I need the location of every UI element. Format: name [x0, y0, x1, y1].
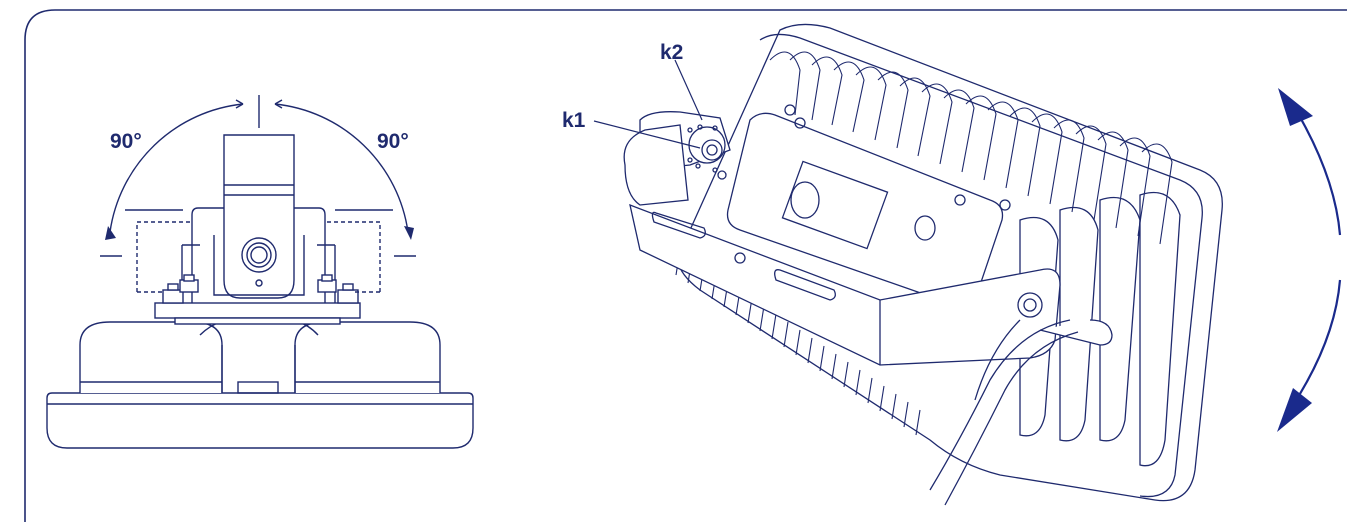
tilt-arrow — [1277, 88, 1342, 432]
angle-label-left: 90° — [110, 130, 142, 153]
diagram-frame — [24, 9, 1347, 522]
angle-label-right: 90° — [377, 130, 409, 153]
front-view-illustration — [46, 95, 474, 449]
rotation-arc-right — [274, 99, 416, 257]
floodlight-illustration — [623, 23, 1223, 506]
callout-k2: k2 — [660, 41, 683, 64]
callout-leaders — [593, 59, 703, 149]
rotation-arc-left — [100, 99, 244, 257]
callout-k1: k1 — [562, 109, 586, 132]
